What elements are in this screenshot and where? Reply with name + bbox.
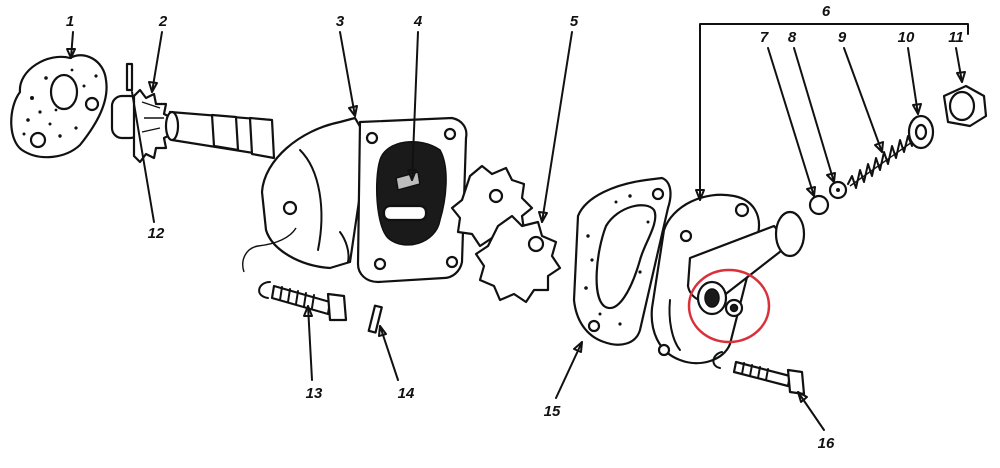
callout-2: 2 bbox=[158, 13, 168, 30]
part-3-pump-body bbox=[242, 116, 468, 284]
callout-1: 1 bbox=[66, 13, 74, 30]
callout-5: 5 bbox=[570, 13, 579, 30]
callout-7: 7 bbox=[760, 29, 769, 46]
callout-6: 6 bbox=[822, 3, 831, 20]
callout-12: 12 bbox=[148, 225, 165, 242]
part-9-spring bbox=[847, 135, 913, 189]
callout-9: 9 bbox=[838, 29, 847, 46]
part-12-key bbox=[125, 62, 134, 92]
callout-4: 4 bbox=[413, 13, 423, 30]
part-7-ball bbox=[808, 194, 830, 216]
callout-15: 15 bbox=[544, 403, 561, 420]
part-11-plug-nut bbox=[942, 84, 988, 128]
callout-labels: 1 2 3 4 5 6 7 8 9 10 11 12 13 14 15 16 bbox=[66, 3, 964, 452]
callout-3: 3 bbox=[336, 13, 345, 30]
part-6-pump-cover bbox=[650, 193, 806, 365]
part-15-gasket bbox=[572, 176, 672, 346]
callout-16: 16 bbox=[818, 435, 835, 452]
leader-lines bbox=[66, 23, 969, 431]
part-16-bolt bbox=[712, 351, 806, 396]
callout-14: 14 bbox=[398, 385, 415, 402]
drive-shaft bbox=[164, 110, 276, 160]
part-13-bolt bbox=[258, 281, 348, 322]
part-1-gasket bbox=[10, 54, 108, 159]
part-10-washer bbox=[907, 114, 935, 150]
callout-13: 13 bbox=[306, 385, 323, 402]
callout-11: 11 bbox=[948, 29, 964, 46]
callout-8: 8 bbox=[788, 29, 797, 46]
part-14-pin bbox=[367, 304, 383, 334]
part-5-rotor-gears bbox=[450, 164, 562, 304]
highlight-circle bbox=[687, 268, 771, 344]
callout-10: 10 bbox=[898, 29, 915, 46]
part-8-seat bbox=[828, 180, 848, 200]
